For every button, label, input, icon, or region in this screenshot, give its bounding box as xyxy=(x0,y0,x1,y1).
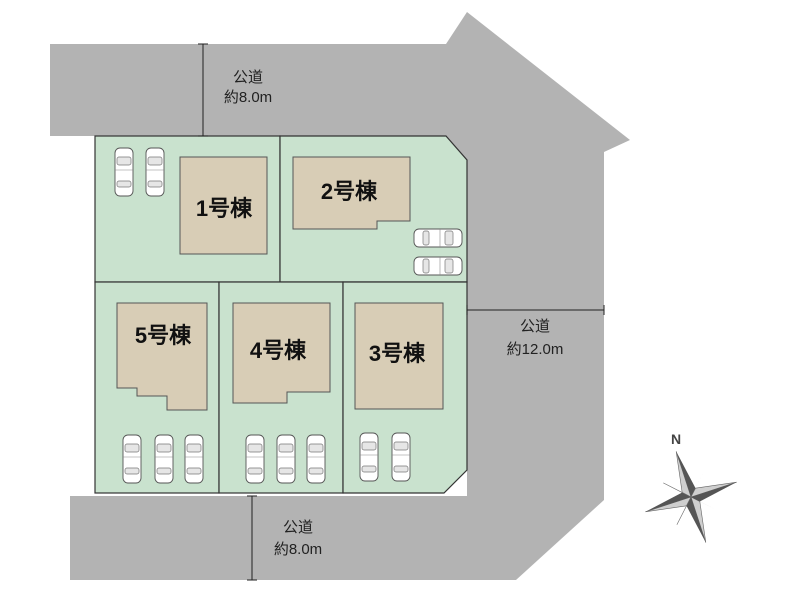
houses xyxy=(116,156,444,411)
car xyxy=(391,432,411,482)
east-road-name: 公道 xyxy=(520,318,550,335)
car xyxy=(245,434,265,484)
car xyxy=(122,434,142,484)
north-road-width: 約8.0m xyxy=(224,89,272,106)
south-road-name: 公道 xyxy=(283,519,313,536)
roads xyxy=(50,12,630,580)
car xyxy=(114,147,134,197)
car xyxy=(413,228,463,248)
car xyxy=(154,434,174,484)
road-labels: 公道 約8.0m 公道 約12.0m 公道 約8.0m xyxy=(224,69,564,558)
south-road-width: 約8.0m xyxy=(274,541,322,558)
lot-2-label: 2号棟 xyxy=(321,179,378,204)
road-north xyxy=(50,12,630,304)
house-2 xyxy=(292,156,411,230)
house-1 xyxy=(179,156,268,255)
compass-north-label: N xyxy=(671,431,681,447)
car xyxy=(276,434,296,484)
east-road-width: 約12.0m xyxy=(507,341,564,358)
road-south xyxy=(70,496,516,580)
lot-3-label: 3号棟 xyxy=(369,341,426,366)
lot-1-label: 1号棟 xyxy=(196,196,253,221)
house-4 xyxy=(232,302,331,404)
compass-icon xyxy=(645,451,737,543)
north-road-name: 公道 xyxy=(233,69,263,86)
lot-4-label: 4号棟 xyxy=(250,338,307,363)
car xyxy=(413,256,463,276)
lot-5-label: 5号棟 xyxy=(135,323,192,348)
lot-labels: 1号棟 2号棟 3号棟 4号棟 5号棟 xyxy=(135,179,426,366)
car xyxy=(184,434,204,484)
car xyxy=(306,434,326,484)
car xyxy=(359,432,379,482)
dimension-lines xyxy=(198,43,605,581)
house-3 xyxy=(354,302,444,410)
house-5 xyxy=(116,302,208,411)
car xyxy=(145,147,165,197)
